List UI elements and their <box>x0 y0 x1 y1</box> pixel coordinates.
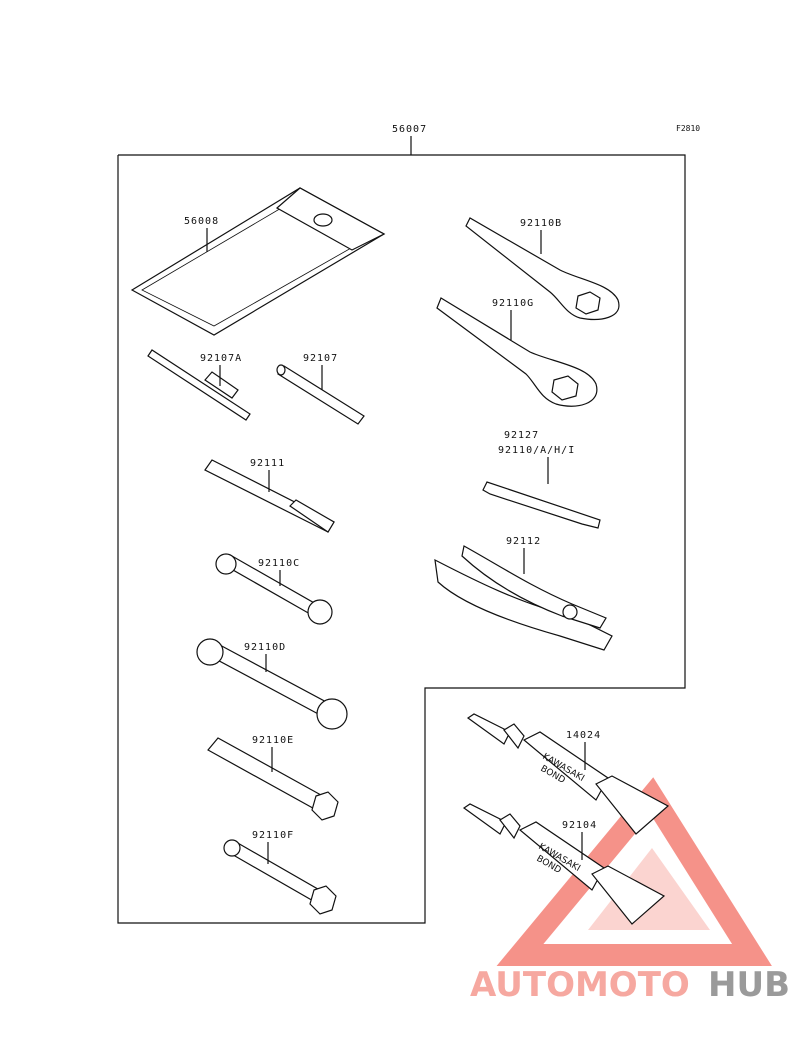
kit-frame <box>117 154 686 924</box>
screwdriver-bit-92107a <box>147 349 251 421</box>
label-92107: 92107 <box>303 353 338 364</box>
label-14024: 14024 <box>566 730 601 741</box>
label-92110-a-h-i: 92110/A/H/I <box>498 445 575 456</box>
label-92107a: 92107A <box>200 353 242 364</box>
label-92104: 92104 <box>562 820 597 831</box>
extension-bar-92111 <box>204 459 335 533</box>
label-56008: 56008 <box>184 216 219 227</box>
label-92110e: 92110E <box>252 735 294 746</box>
open-wrench-92110c <box>215 553 333 625</box>
label-92110c: 92110C <box>258 558 300 569</box>
socket-wrench-92110f <box>223 839 337 915</box>
watermark-text-2: HUB <box>708 965 790 1005</box>
label-92127: 92127 <box>504 430 539 441</box>
bond-tube-14024: KAWASAKI BOND <box>466 713 670 835</box>
ring-wrench-92110b <box>465 217 620 321</box>
watermark-text-1: AUTOMOTO <box>470 965 690 1005</box>
open-wrench-92110d <box>196 638 348 730</box>
label-92112: 92112 <box>506 536 541 547</box>
ring-wrench-92110g <box>436 297 598 407</box>
figure-code: F2810 <box>676 124 700 133</box>
label-92110b: 92110B <box>520 218 562 229</box>
bond-tube-92104: KAWASAKI BOND <box>462 803 666 925</box>
label-92110g: 92110G <box>492 298 534 309</box>
label-92110f: 92110F <box>252 830 294 841</box>
label-92111: 92111 <box>250 458 285 469</box>
hex-key <box>482 481 601 529</box>
screwdriver-92107 <box>276 364 365 425</box>
label-92110d: 92110D <box>244 642 286 653</box>
kit-part-label: 56007 <box>392 124 427 135</box>
pliers-92112 <box>434 545 613 651</box>
socket-wrench-92110e <box>207 737 339 821</box>
tool-bag <box>130 187 386 336</box>
watermark: AUTOMOTO HUB <box>470 965 790 1005</box>
